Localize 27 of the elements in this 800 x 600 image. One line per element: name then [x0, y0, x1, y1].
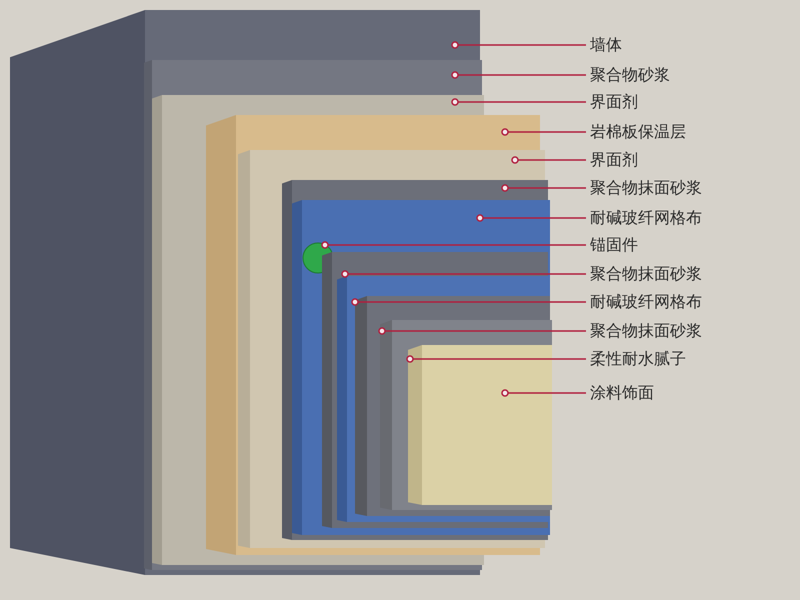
- leader-line: [501, 128, 586, 136]
- layer-label: 耐碱玻纤网格布: [590, 292, 702, 312]
- leader-line: [501, 389, 586, 397]
- layer-label: 聚合物抹面砂浆: [590, 264, 702, 284]
- layer-label: 墙体: [590, 35, 622, 55]
- layer-label: 界面剂: [590, 150, 638, 170]
- leader-line: [511, 156, 586, 164]
- textured-paint-layer: [408, 345, 552, 505]
- layer-label: 柔性耐水腻子: [590, 349, 686, 369]
- leader-line: [451, 41, 586, 49]
- leader-line: [451, 71, 586, 79]
- leader-line: [341, 270, 586, 278]
- leader-line: [476, 214, 586, 222]
- layer-label: 涂料饰面: [590, 383, 654, 403]
- leader-line: [321, 241, 586, 249]
- layer-label: 聚合物抹面砂浆: [590, 321, 702, 341]
- layer-label: 聚合物抹面砂浆: [590, 178, 702, 198]
- leader-line: [406, 355, 586, 363]
- layer-label: 聚合物砂浆: [590, 65, 670, 85]
- leader-line: [351, 298, 586, 306]
- layer-label: 界面剂: [590, 92, 638, 112]
- leader-line: [501, 184, 586, 192]
- layer-label: 锚固件: [590, 235, 638, 255]
- leader-line: [378, 327, 586, 335]
- leader-line: [451, 98, 586, 106]
- layer-label: 耐碱玻纤网格布: [590, 208, 702, 228]
- layer-label: 岩棉板保温层: [590, 122, 686, 142]
